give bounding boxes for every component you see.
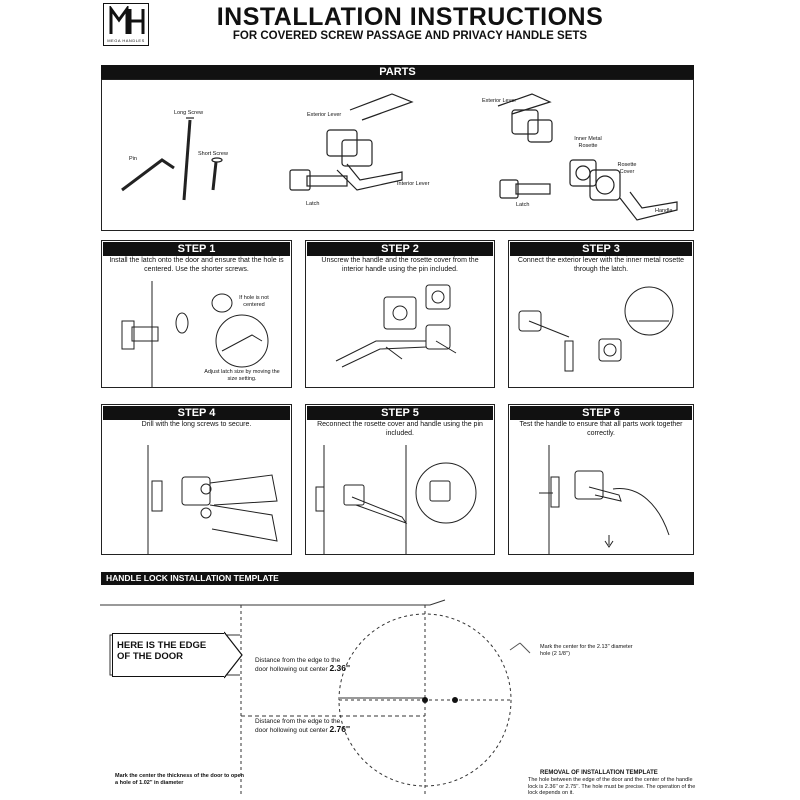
step-5-desc: Reconnect the rosette cover and handle u… bbox=[317, 421, 483, 437]
step-2-desc: Unscrew the handle and the rosette cover… bbox=[321, 257, 479, 273]
distance-1-text: Distance from the edge to the door hollo… bbox=[255, 657, 351, 673]
brand-logo: MEGA HANDLES bbox=[103, 3, 149, 46]
step-4-illustration bbox=[147, 445, 278, 554]
center-note: Mark the center for the 2.13'' diameter … bbox=[540, 644, 633, 657]
label-interior-lever: Interior Lever bbox=[397, 181, 430, 187]
step-2-illustration bbox=[335, 284, 457, 368]
removal-text: The hole between the edge of the door an… bbox=[528, 777, 696, 796]
step-3-panel: STEP 3 Connect the exterior lever with t… bbox=[508, 240, 694, 388]
step-1-title: STEP 1 bbox=[103, 242, 290, 256]
label-long-screw: Long Screw bbox=[174, 110, 204, 116]
label-short-screw: Short Screw bbox=[198, 151, 228, 157]
step-4-title: STEP 4 bbox=[103, 406, 290, 420]
brand-name: MEGA HANDLES bbox=[107, 38, 145, 43]
distance-2-value: 2.76'' bbox=[329, 723, 351, 734]
step-3-title: STEP 3 bbox=[510, 242, 692, 256]
step-1-note-2: Adjust latch size by moving the size set… bbox=[204, 369, 280, 382]
step-1-desc: Install the latch onto the door and ensu… bbox=[109, 257, 284, 273]
step-1-illustration bbox=[121, 281, 269, 387]
step-6-title: STEP 6 bbox=[510, 406, 692, 420]
distance-2-text: Distance from the edge to the door hollo… bbox=[255, 718, 351, 734]
edge-label-box: HERE IS THE EDGE OF THE DOOR bbox=[112, 633, 226, 677]
step-2-panel: STEP 2 Unscrew the handle and the rosett… bbox=[305, 240, 495, 388]
label-latch-1: Latch bbox=[306, 201, 320, 207]
label-exterior-lever-1: Exterior Lever bbox=[307, 112, 342, 118]
template-diagram bbox=[100, 599, 531, 795]
parts-panel: Pin Long Screw Short Screw Exterior Leve… bbox=[101, 79, 694, 231]
label-rosette-cover: Rosette Cover bbox=[617, 162, 637, 175]
step-4-panel: STEP 4 Drill with the long screws to sec… bbox=[101, 404, 292, 555]
label-pin: Pin bbox=[129, 156, 137, 162]
edge-label: HERE IS THE EDGE OF THE DOOR bbox=[117, 640, 207, 662]
step-1-panel: STEP 1 Install the latch onto the door a… bbox=[101, 240, 292, 388]
parts-illustration bbox=[121, 93, 678, 221]
parts-heading: PARTS bbox=[101, 65, 694, 79]
page-title: INSTALLATION INSTRUCTIONS bbox=[216, 3, 604, 31]
step-6-desc: Test the handle to ensure that all parts… bbox=[519, 421, 683, 437]
label-latch-2: Latch bbox=[516, 202, 530, 208]
step-2-title: STEP 2 bbox=[307, 242, 493, 256]
label-handle: Handle bbox=[655, 208, 673, 214]
step-5-illustration bbox=[315, 445, 477, 554]
step-5-title: STEP 5 bbox=[307, 406, 493, 420]
edge-arrow-icon bbox=[224, 631, 243, 679]
distance-1-value: 2.36'' bbox=[329, 662, 351, 673]
mh-logo-icon bbox=[109, 6, 145, 34]
label-exterior-lever-2: Exterior Lever bbox=[482, 98, 517, 104]
step-1-note-1: If hole is not centered bbox=[239, 295, 269, 308]
step-6-illustration bbox=[539, 445, 670, 554]
removal-title: REMOVAL OF INSTALLATION TEMPLATE bbox=[540, 770, 658, 776]
page-subtitle: FOR COVERED SCREW PASSAGE AND PRIVACY HA… bbox=[232, 30, 588, 42]
step-6-panel: STEP 6 Test the handle to ensure that al… bbox=[508, 404, 694, 555]
step-3-illustration bbox=[518, 286, 674, 372]
step-3-desc: Connect the exterior lever with the inne… bbox=[517, 257, 685, 273]
template-heading: HANDLE LOCK INSTALLATION TEMPLATE bbox=[101, 572, 694, 585]
label-inner-metal-rosette: Inner Metal Rosette bbox=[574, 136, 602, 149]
step-5-panel: STEP 5 Reconnect the rosette cover and h… bbox=[305, 404, 495, 555]
thickness-note: Mark the center the thickness of the doo… bbox=[115, 773, 244, 786]
step-4-desc: Drill with the long screws to secure. bbox=[141, 421, 252, 428]
